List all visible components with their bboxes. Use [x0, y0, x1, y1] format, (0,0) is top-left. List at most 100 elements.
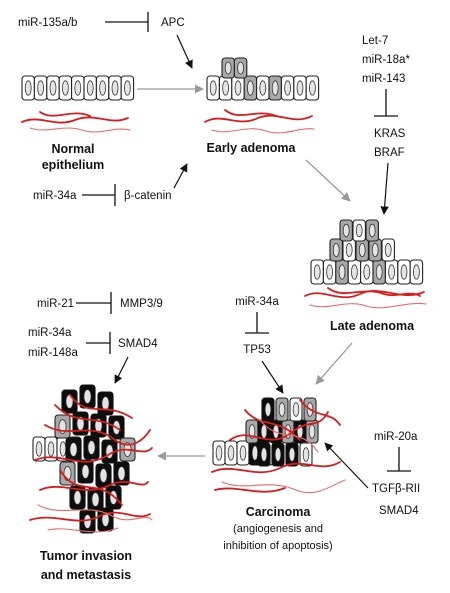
epithelial-cell [206, 75, 220, 101]
late-cells [310, 219, 424, 285]
epithelial-cell [289, 397, 303, 422]
tp53-label: TP53 [243, 344, 271, 356]
epithelial-cell [44, 436, 58, 462]
mmp39-label: MMP3/9 [120, 298, 163, 310]
carcinoma-cells [212, 397, 319, 467]
mir-18a-label: miR-18a* [362, 54, 410, 66]
adenoma-cell [355, 238, 369, 262]
smad4-to-tumor-arrow [114, 356, 129, 384]
carcinoma-illustration [211, 397, 346, 494]
epithelial-cell [236, 440, 250, 466]
tumor-cell [113, 461, 130, 486]
normal-cells [21, 75, 135, 101]
mir-143-label: miR-143 [362, 73, 405, 85]
epithelial-cell [352, 219, 366, 242]
epithelial-cell [293, 75, 307, 101]
apc-to-early-arrow [176, 34, 193, 69]
epithelial-cell [120, 75, 135, 101]
tp53-to-carcinoma-arrow [261, 360, 284, 394]
epithelial-cell [310, 259, 324, 285]
epithelial-cell [95, 75, 110, 101]
epithelial-cell [71, 75, 85, 101]
normal-epithelium-illustration [21, 75, 135, 133]
epithelial-cell [224, 440, 238, 466]
mir-34a-label-3: miR-34a [235, 296, 279, 308]
normal-vessels [21, 111, 131, 133]
progression-arrow-early-late [305, 159, 351, 202]
let7-label: Let-7 [362, 35, 388, 47]
inhibition-mir135-apc [105, 12, 149, 32]
epithelial-cell [58, 75, 73, 101]
adenoma-cell [243, 75, 258, 101]
epithelial-cell [46, 75, 60, 101]
tumor-cell [97, 391, 114, 416]
stage-label-tumor-2: and metastasis [41, 568, 131, 582]
apc-label: APC [161, 17, 185, 29]
adenoma-cell [368, 238, 382, 262]
smad4-label-2: SMAD4 [379, 505, 419, 517]
tumor-cell [79, 384, 96, 409]
stage-label-normal: Normal [51, 142, 94, 156]
adenoma-cell [329, 238, 343, 262]
adenoma-cell [275, 397, 289, 422]
early-adenoma-illustration [204, 57, 320, 134]
tumor-cell [87, 487, 104, 512]
carcinoma-sub-2: inhibition of apoptosis) [223, 540, 332, 552]
tumor-cell [261, 397, 275, 422]
tumor-cell [285, 442, 299, 467]
tumor-cell [271, 442, 285, 467]
epithelial-cell [299, 442, 313, 467]
stage-label-early: Early adenoma [207, 141, 297, 155]
epithelial-cell [322, 259, 337, 285]
stage-label-normal-2: epithelium [42, 158, 105, 172]
braf-label: BRAF [374, 147, 405, 159]
adenoma-cell [221, 57, 235, 79]
stage-label-carcinoma: Carcinoma [246, 505, 312, 519]
mir-34a-label-1: miR-34a [33, 190, 77, 202]
epithelial-cell [409, 259, 424, 285]
adenoma-cell [245, 419, 259, 444]
epithelial-cell [280, 75, 295, 101]
adenoma-cell [365, 219, 379, 242]
tumor-cell [69, 485, 86, 510]
tumor-cell [77, 459, 94, 484]
inhibition-mir21-mmp [76, 292, 112, 314]
tumor-cell [257, 442, 271, 467]
inhibition-let7-kras [374, 89, 398, 117]
epithelial-cell [218, 75, 233, 101]
inhibition-mir34a-tp53 [245, 312, 269, 334]
epithelial-cell [384, 259, 399, 285]
epithelial-cell [83, 75, 97, 101]
inhibition-mir20a-tgfb [387, 447, 411, 472]
adenoma-cell [233, 57, 248, 79]
carcinoma-vessels [211, 399, 346, 494]
tumor-cell [65, 437, 82, 462]
epithelial-cell [381, 238, 395, 262]
tgfb-rii-label: TGFβ-RII [372, 483, 420, 495]
tumor-cell [83, 435, 100, 460]
mir-135ab-label: miR-135a/b [18, 17, 77, 29]
adenoma-cell [372, 259, 386, 285]
epithelial-cell [33, 75, 48, 101]
mir-34a-label-2: miR-34a [28, 327, 72, 339]
epithelial-cell [21, 75, 35, 101]
early-cells [206, 57, 320, 101]
epithelial-cell [212, 440, 226, 466]
kras-to-late-arrow [380, 162, 389, 215]
epithelial-cell [32, 436, 46, 462]
adenoma-cell [54, 414, 71, 439]
epithelial-cell [347, 259, 362, 285]
epithelial-cell [397, 259, 411, 285]
epithelial-cell [360, 259, 374, 285]
tgfb-to-carcinoma-arrow [324, 442, 369, 489]
kras-label: KRAS [374, 128, 406, 140]
stage-label-late: Late adenoma [330, 319, 415, 333]
tumor-cell [105, 485, 122, 510]
inhibition-mir34a-bcatenin [82, 184, 116, 206]
tumor-vessels [29, 394, 153, 533]
tumor-cell [95, 463, 112, 488]
mir-148a-label: miR-148a [28, 347, 78, 359]
epithelial-cell [256, 75, 270, 101]
mir-21-label: miR-21 [37, 298, 74, 310]
epithelial-cell [342, 238, 356, 262]
